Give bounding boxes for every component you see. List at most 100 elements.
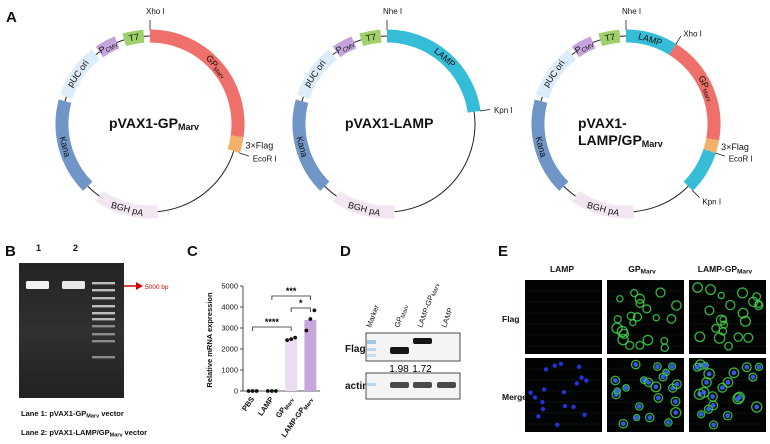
cell — [629, 319, 637, 327]
cell — [653, 362, 662, 371]
cell — [610, 375, 621, 386]
plasmid-segment — [122, 29, 145, 47]
ladder-band — [92, 318, 115, 321]
cell — [617, 333, 629, 346]
lane-legend-2: Lane 2: pVAX1-LAMP/GPMarv vector — [21, 428, 147, 439]
nucleus — [579, 375, 584, 380]
cell — [634, 293, 646, 304]
y-tick-label: 2000 — [221, 345, 238, 354]
y-tick-label: 4000 — [221, 303, 238, 312]
panel-letter-a: A — [6, 9, 17, 26]
plasmid-segment — [297, 49, 337, 100]
ladder-band — [92, 333, 115, 336]
gel-ladder — [92, 282, 115, 359]
plasmid-segment-label: 3×Flag — [721, 142, 749, 152]
cell — [622, 384, 630, 392]
cell — [736, 287, 749, 299]
blot-col-label: Marker — [364, 303, 381, 328]
data-point — [289, 337, 294, 342]
flag-band-lamp-gp — [413, 338, 432, 344]
plasmid-segment — [95, 36, 120, 58]
nucleus — [582, 412, 587, 417]
y-tick-label: 3000 — [221, 324, 238, 333]
micro-col-label-lamp: LAMP — [550, 264, 574, 274]
ratio-gp: 1.98 — [389, 364, 409, 375]
gel-band-lane-2 — [62, 281, 85, 289]
actin-band-lamp — [437, 382, 456, 388]
cell — [704, 305, 715, 316]
cell — [653, 393, 664, 403]
cell — [642, 334, 654, 346]
plasmid-segment — [531, 99, 569, 191]
y-tick-label: 1000 — [221, 366, 238, 375]
blot-col-label: GPMarv — [392, 303, 410, 329]
nucleus — [532, 395, 538, 400]
significance-label: *** — [286, 286, 297, 296]
plasmid-segment — [669, 43, 721, 141]
nucleus — [562, 403, 568, 409]
cell — [751, 401, 763, 413]
marker-size-label: 5000 bp — [145, 284, 169, 291]
cell — [630, 288, 639, 298]
actin-band-lamp-gp — [413, 382, 432, 388]
cell — [658, 372, 668, 382]
panel-letter-c: C — [187, 243, 198, 260]
plasmid-segment — [332, 36, 357, 58]
ladder-band — [92, 340, 115, 343]
data-point — [312, 308, 317, 313]
plasmid-segment — [227, 135, 244, 154]
blot-col-label: LAMP — [439, 306, 454, 328]
plasmid-segment-label: PCMV — [334, 38, 357, 57]
significance-bracket — [290, 307, 311, 312]
cell — [618, 418, 629, 429]
restriction-site-label: EcoR I — [253, 154, 277, 163]
ladder-band — [92, 297, 115, 300]
lane-legend-1: Lane 1: pVAX1-GPMarv vector — [21, 409, 124, 420]
plasmid-segment — [332, 190, 396, 219]
restriction-site-label: Xho I — [146, 7, 165, 16]
cell — [753, 300, 764, 311]
cell — [635, 298, 645, 308]
cell — [666, 313, 677, 324]
data-point — [285, 338, 290, 343]
cell — [748, 372, 758, 382]
cell — [644, 412, 655, 423]
nucleus — [574, 381, 580, 386]
cell — [664, 418, 673, 427]
cell — [722, 410, 733, 421]
plasmid-segment — [683, 148, 716, 191]
ladder-band — [92, 289, 115, 292]
plasmid-segment — [598, 29, 621, 47]
cell — [616, 294, 624, 303]
x-tick-label: LAMP-GPMarv — [279, 394, 315, 440]
plasmid-segment-label: PCMV — [573, 38, 596, 57]
restriction-site-label: Kpn I — [702, 197, 721, 206]
restriction-site-label: EcoR I — [729, 154, 753, 163]
plasmid-segment — [60, 49, 100, 100]
cell — [625, 340, 635, 351]
ladder-band — [92, 356, 115, 359]
cell — [708, 420, 719, 430]
cell — [630, 359, 641, 370]
restriction-site-label: Kpn I — [494, 106, 513, 115]
data-point — [273, 389, 278, 393]
cell — [670, 406, 682, 419]
cell — [635, 340, 645, 350]
x-tick-label: LAMP — [256, 395, 276, 418]
nucleus — [540, 399, 545, 405]
cell — [717, 382, 728, 393]
gel-panel-b: 1 2 5000 bp Lane 1: pVAX1-GPMarv vector … — [19, 243, 169, 439]
nucleus — [584, 378, 589, 383]
plasmid-segment — [386, 29, 481, 113]
cell — [692, 362, 702, 372]
cell — [703, 404, 714, 414]
data-point — [293, 335, 298, 340]
nucleus — [536, 414, 541, 419]
micro-tile-r0-c0 — [525, 280, 602, 354]
plasmid-name-3a: pVAX1- — [578, 115, 627, 131]
micro-row-label-merge: Merge — [502, 392, 527, 402]
chart-c-mrna: Relative mRNA expression 010002000300040… — [205, 282, 320, 440]
